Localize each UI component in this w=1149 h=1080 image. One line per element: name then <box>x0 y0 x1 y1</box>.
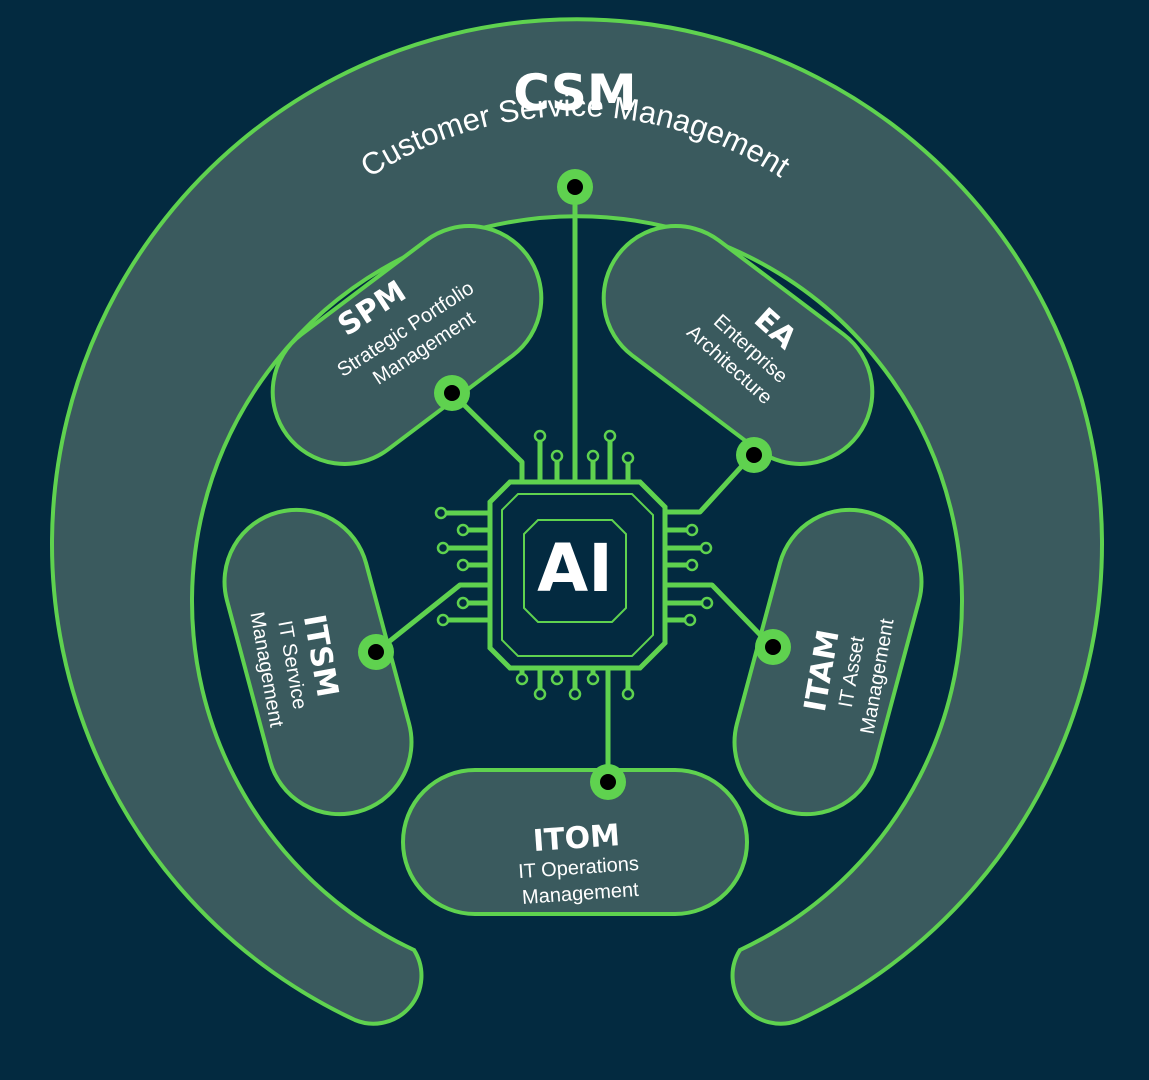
itom-lobe <box>401 768 749 916</box>
ai-chip: AI <box>487 479 668 671</box>
connection-nodes <box>358 169 791 800</box>
itom-abbr: ITOM <box>532 818 621 859</box>
ea-lobe <box>601 224 875 466</box>
csm-abbr: CSM <box>513 64 636 122</box>
ai-label: AI <box>537 530 613 607</box>
circuit-pins <box>434 429 714 701</box>
csm-ring <box>50 17 1104 1026</box>
